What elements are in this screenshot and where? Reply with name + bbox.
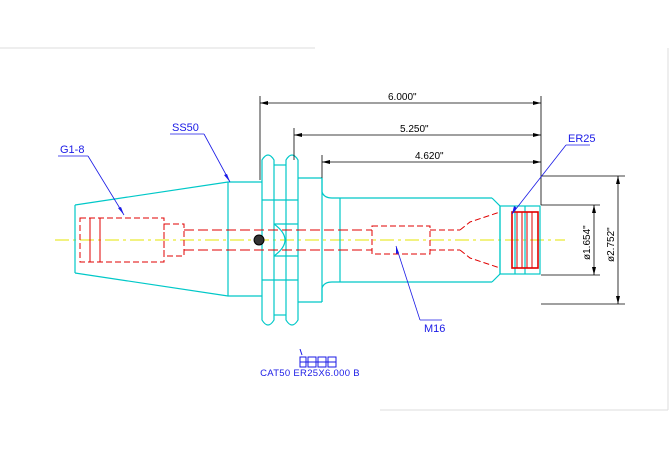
callout-arrows bbox=[118, 174, 517, 254]
dimension-lines bbox=[259, 96, 625, 305]
mid-length-dimension: 5.250" bbox=[400, 124, 429, 135]
hidden-lines bbox=[79, 211, 539, 269]
brand-logo-icon bbox=[299, 349, 337, 368]
thread-callout: G1-8 bbox=[60, 144, 84, 156]
large-diameter-dimension: ø2.752" bbox=[606, 227, 617, 262]
taper-callout: SS50 bbox=[172, 122, 199, 134]
sheet-border bbox=[0, 47, 669, 411]
drive-pin-icon bbox=[253, 234, 265, 246]
small-diameter-dimension: ø1.654" bbox=[582, 225, 593, 260]
short-length-dimension: 4.620" bbox=[415, 151, 444, 162]
part-number-caption: CAT50 ER25X6.000 B bbox=[260, 368, 360, 379]
callout-leaders bbox=[58, 133, 590, 321]
collet-callout: ER25 bbox=[568, 133, 596, 145]
holder-body bbox=[74, 154, 541, 326]
overall-length-dimension: 6.000" bbox=[388, 92, 417, 103]
dimension-arrows bbox=[260, 101, 620, 304]
screw-callout: M16 bbox=[424, 323, 445, 335]
